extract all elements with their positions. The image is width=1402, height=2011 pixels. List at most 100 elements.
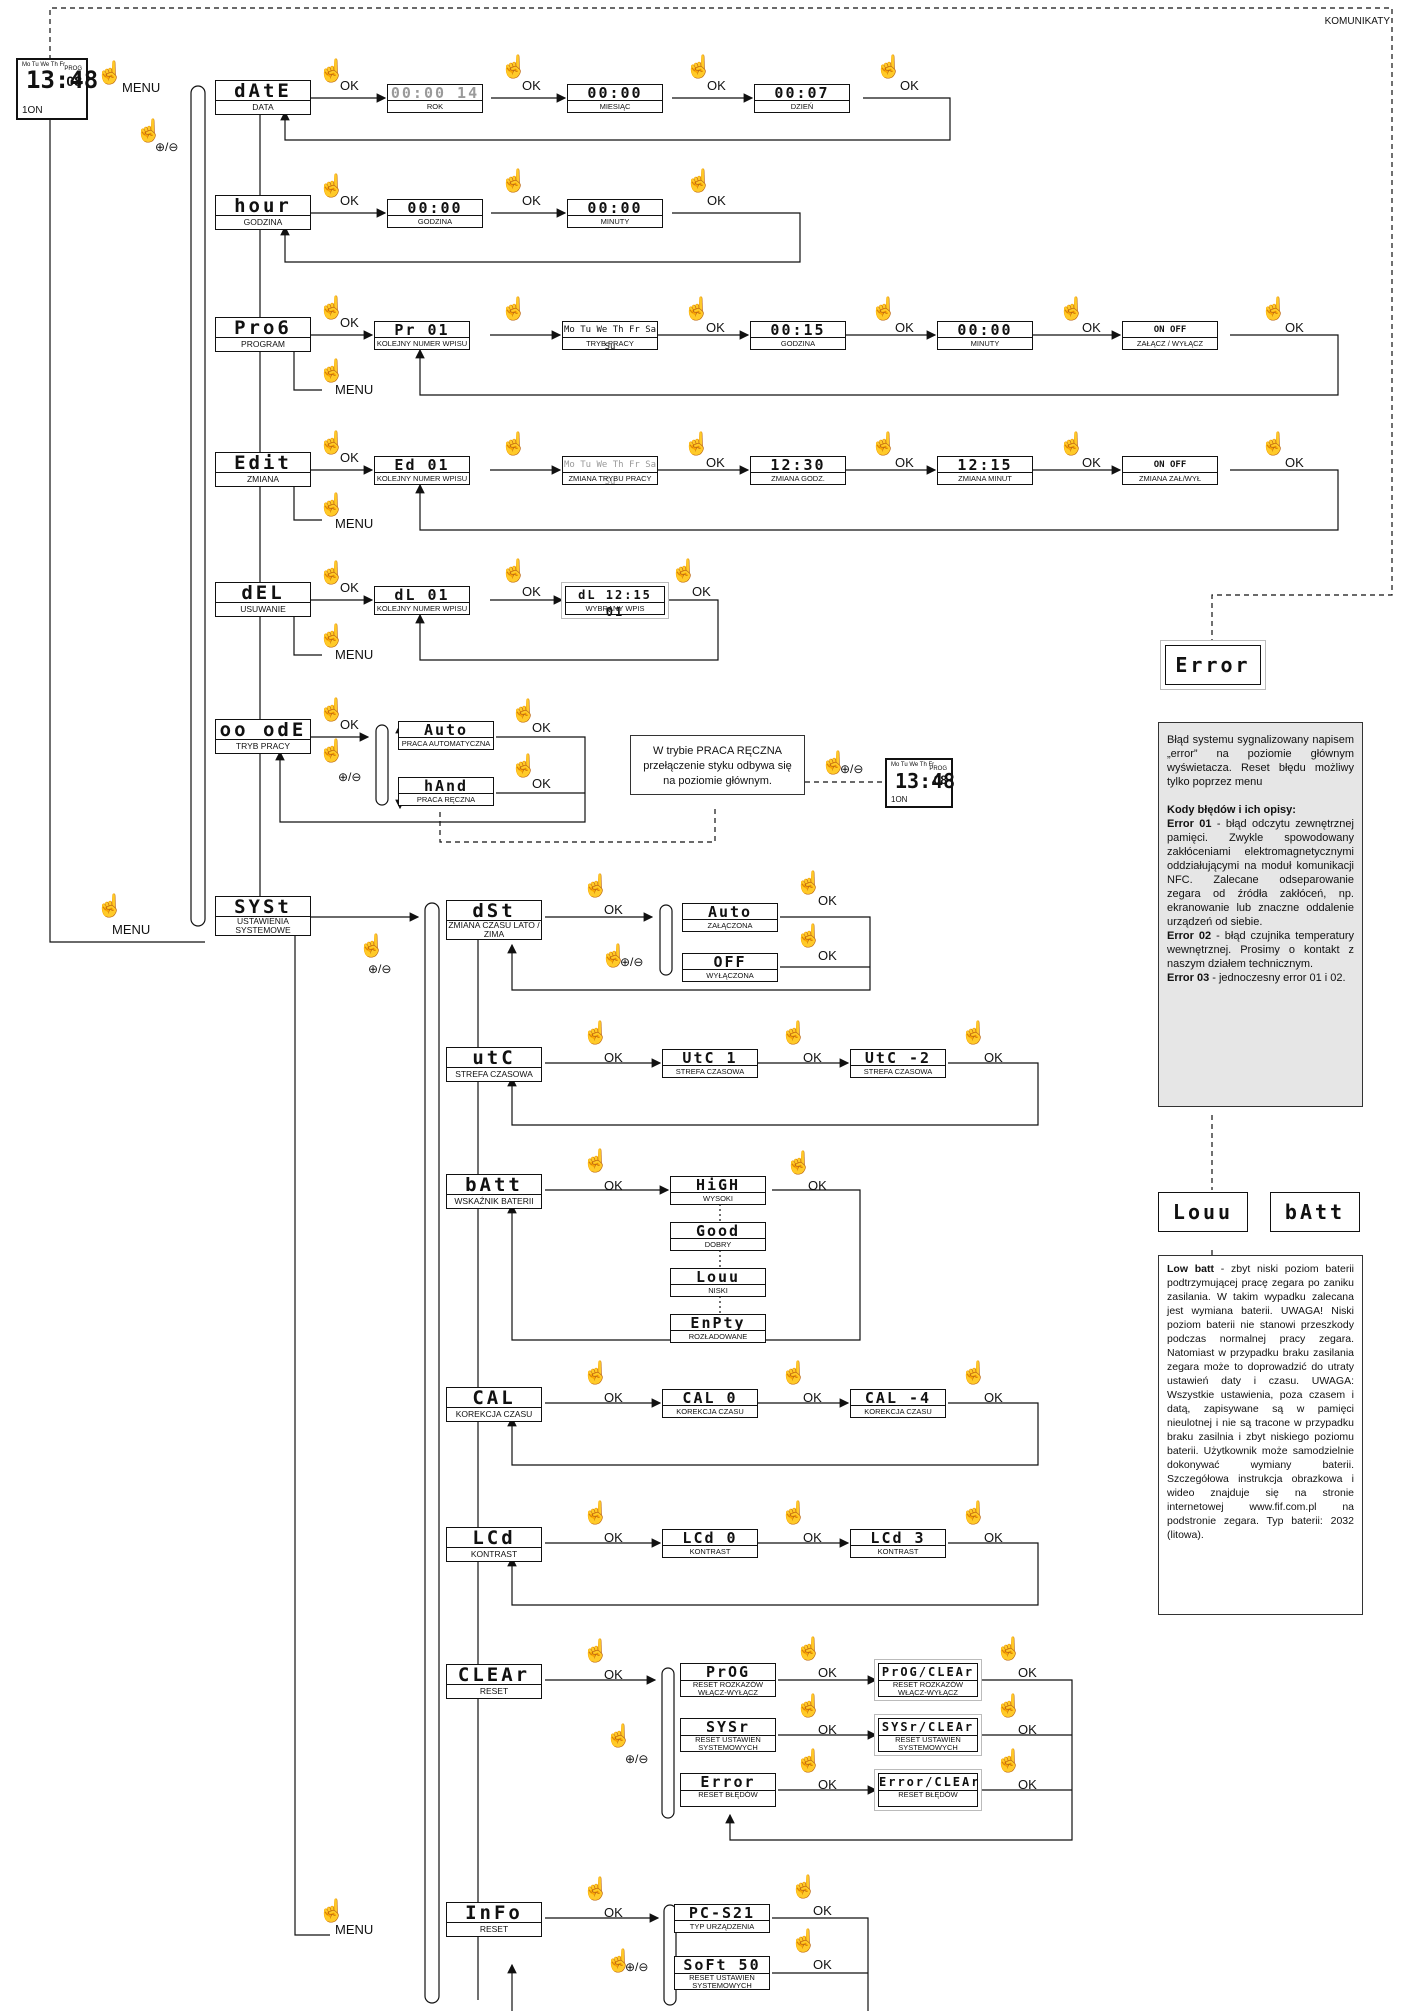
press-hand-icon: ☝ <box>500 431 528 456</box>
corner-label: KOMUNIKATY <box>1324 16 1390 27</box>
plus-minus-label: ⊕/⊖ <box>840 762 864 776</box>
ok-label: OK <box>803 1050 822 1065</box>
press-hand-icon: ☝ <box>318 1898 346 1923</box>
plus-minus-label: ⊕/⊖ <box>368 962 392 976</box>
ok-label: OK <box>818 1777 837 1792</box>
ok-label: OK <box>808 1178 827 1193</box>
press-hand-icon: ☝ <box>670 558 698 583</box>
error-01-text: - błąd odczytu zewnętrznej pamięci. Zwyk… <box>1167 818 1354 928</box>
ok-label: OK <box>818 1722 837 1737</box>
press-hand-icon: ☝ <box>995 1693 1023 1718</box>
plus-minus-label: ⊕/⊖ <box>620 955 644 969</box>
press-hand-icon: ☝ <box>582 1020 610 1045</box>
press-hand-icon: ☝ <box>318 738 346 763</box>
press-hand-icon: ☝ <box>135 118 163 143</box>
press-hand-icon: ☝ <box>318 697 346 722</box>
error-03-text: - jednoczesny error 01 i 02. <box>1209 972 1346 984</box>
press-hand-icon: ☝ <box>318 560 346 585</box>
ok-label: OK <box>532 776 551 791</box>
ok-label: OK <box>813 1957 832 1972</box>
press-hand-icon: ☝ <box>500 168 528 193</box>
ok-label: OK <box>340 193 359 208</box>
ok-label: OK <box>340 78 359 93</box>
press-hand-icon: ☝ <box>500 296 528 321</box>
press-hand-icon: ☝ <box>318 58 346 83</box>
press-hand-icon: ☝ <box>685 168 713 193</box>
press-hand-icon: ☝ <box>1260 296 1288 321</box>
plus-minus-label: ⊕/⊖ <box>338 770 362 784</box>
ok-label: OK <box>340 717 359 732</box>
main-clock-display: Mo Tu We Th Fr 13:48 PROG 08 1ON <box>16 58 98 120</box>
press-hand-icon: ☝ <box>870 431 898 456</box>
plus-minus-label: ⊕/⊖ <box>625 1752 649 1766</box>
battery-display: bAtt <box>1270 1192 1360 1232</box>
ok-label: OK <box>818 893 837 908</box>
press-hand-icon: ☝ <box>960 1020 988 1045</box>
press-hand-icon: ☝ <box>96 893 124 918</box>
press-hand-icon: ☝ <box>605 1948 633 1973</box>
ok-label: OK <box>604 1530 623 1545</box>
ok-label: OK <box>706 455 725 470</box>
ok-label: OK <box>1285 320 1304 335</box>
ok-label: OK <box>895 455 914 470</box>
ok-label: OK <box>522 584 541 599</box>
press-hand-icon: ☝ <box>780 1500 808 1525</box>
ok-label: OK <box>1082 320 1101 335</box>
press-hand-icon: ☝ <box>318 492 346 517</box>
press-hand-icon: ☝ <box>318 173 346 198</box>
press-hand-icon: ☝ <box>318 430 346 455</box>
press-hand-icon: ☝ <box>358 933 386 958</box>
menu-label: MENU <box>112 922 151 937</box>
press-hand-icon: ☝ <box>960 1360 988 1385</box>
press-hand-icon: ☝ <box>685 54 713 79</box>
ok-label: OK <box>604 1390 623 1405</box>
ok-label: OK <box>532 720 551 735</box>
error-description-box: Błąd systemu sygnalizowany napisem „erro… <box>1158 722 1363 1107</box>
ok-label: OK <box>340 315 359 330</box>
press-hand-icon: ☝ <box>780 1360 808 1385</box>
press-hand-icon: ☝ <box>995 1748 1023 1773</box>
error-heading: Kody błędów i ich opisy: <box>1167 804 1296 816</box>
press-hand-icon: ☝ <box>795 1636 823 1661</box>
error-intro: Błąd systemu sygnalizowany napisem „erro… <box>1167 734 1354 788</box>
error-03-code: Error 03 <box>1167 972 1210 984</box>
press-hand-icon: ☝ <box>582 1500 610 1525</box>
ok-label: OK <box>803 1530 822 1545</box>
press-hand-icon: ☝ <box>582 1638 610 1663</box>
plus-minus-label: ⊕/⊖ <box>625 1960 649 1974</box>
